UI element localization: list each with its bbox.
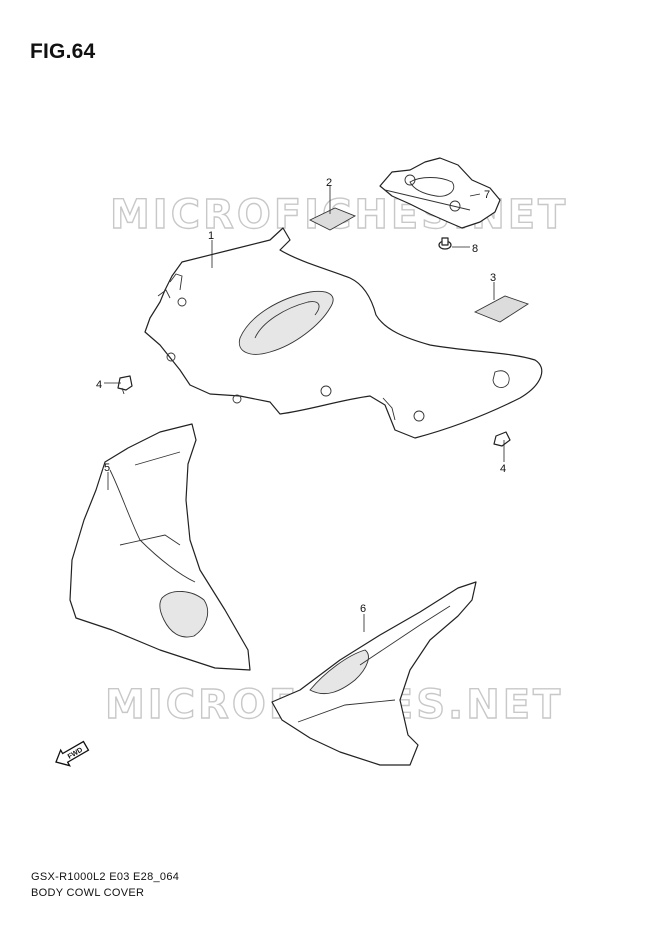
part-1-body-cowl	[144, 227, 543, 439]
fwd-label: FWD	[67, 747, 84, 761]
part-8-screw	[438, 237, 452, 250]
callout-4-left: 4	[96, 379, 102, 391]
callout-3: 3	[490, 272, 496, 284]
callout-4-right: 4	[500, 463, 506, 475]
part-6-cover	[271, 581, 477, 766]
callout-6: 6	[360, 603, 366, 615]
part-4-clip-left	[117, 375, 133, 395]
part-4-clip-right	[493, 431, 511, 447]
fwd-arrow-icon: FWD	[55, 740, 90, 767]
callout-5: 5	[104, 462, 110, 474]
callout-2: 2	[326, 177, 332, 189]
callout-8: 8	[472, 243, 478, 255]
part-5-cover	[69, 423, 251, 671]
figure-title: FIG.64	[30, 40, 96, 63]
part-3-pad	[473, 295, 530, 323]
callout-7: 7	[484, 189, 490, 201]
footer-section-name: BODY COWL COVER	[31, 887, 145, 899]
footer-model-code: GSX-R1000L2 E03 E28_064	[31, 871, 180, 883]
part-2-pad	[308, 207, 357, 231]
callout-1: 1	[208, 230, 214, 242]
part-7-bracket	[379, 157, 501, 229]
